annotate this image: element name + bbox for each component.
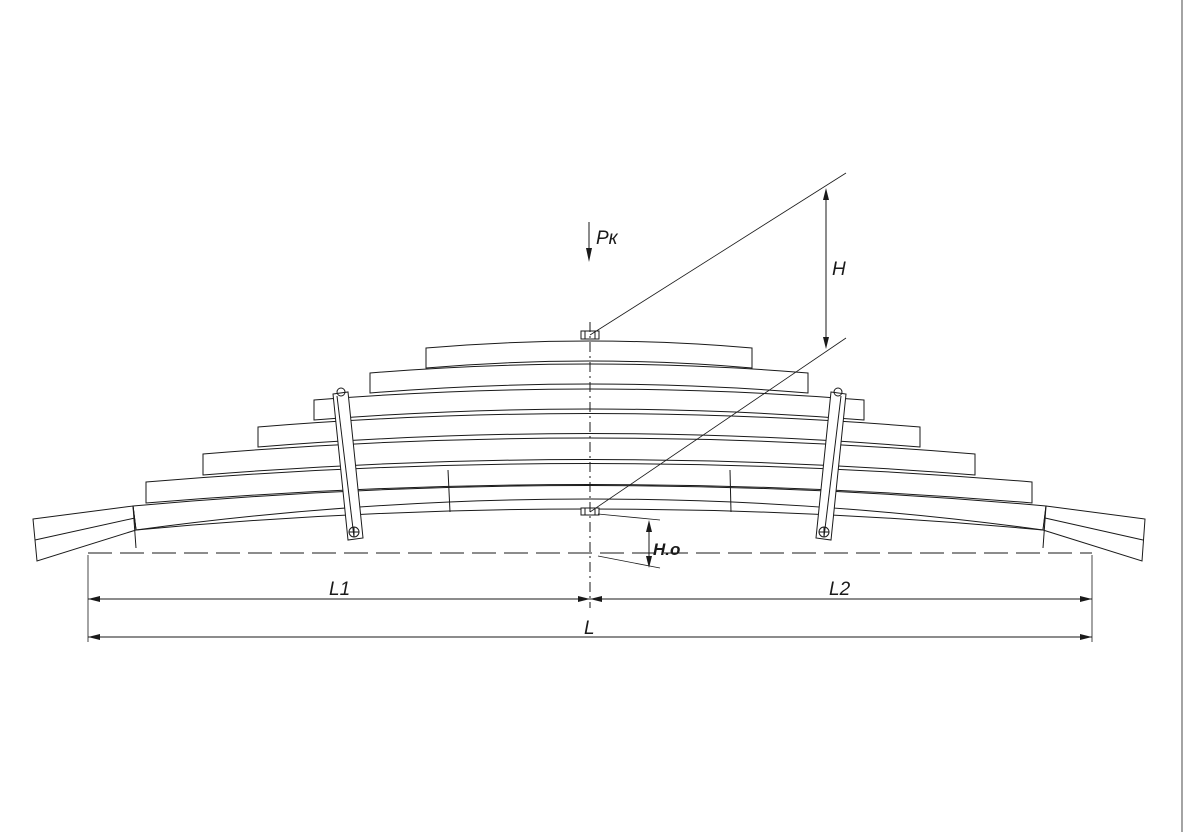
load-arrow bbox=[586, 222, 592, 262]
leaf-3 bbox=[313, 388, 865, 421]
leaf-5 bbox=[202, 437, 976, 476]
leaf-6 bbox=[145, 463, 1033, 504]
label-height: H bbox=[832, 259, 846, 280]
label-span-left: L1 bbox=[329, 579, 350, 600]
label-span-total: L bbox=[584, 618, 595, 639]
clip-left bbox=[332, 387, 364, 541]
leaf-step-left bbox=[132, 505, 137, 549]
initial-height-dimension bbox=[597, 513, 661, 569]
spring-leaves bbox=[32, 340, 1146, 562]
label-load: Pк bbox=[596, 228, 619, 249]
leaf-end-right-split bbox=[1044, 517, 1144, 541]
leaf-joint-left bbox=[447, 469, 451, 513]
leaf-2 bbox=[369, 363, 809, 394]
span-dimensions bbox=[87, 555, 1093, 642]
clip-right bbox=[815, 387, 847, 541]
leaf-end-left-split bbox=[34, 517, 136, 541]
leaf-1 bbox=[425, 340, 753, 369]
leaf-end-right bbox=[1042, 505, 1146, 562]
label-height-initial: H.o bbox=[653, 540, 680, 559]
leaf-step-right bbox=[1042, 505, 1047, 549]
height-dimension bbox=[589, 172, 847, 513]
leaf-4 bbox=[257, 413, 921, 448]
label-span-right: L2 bbox=[829, 579, 851, 600]
leaf-8 bbox=[135, 498, 1044, 531]
leaf-joint-right bbox=[729, 469, 732, 513]
